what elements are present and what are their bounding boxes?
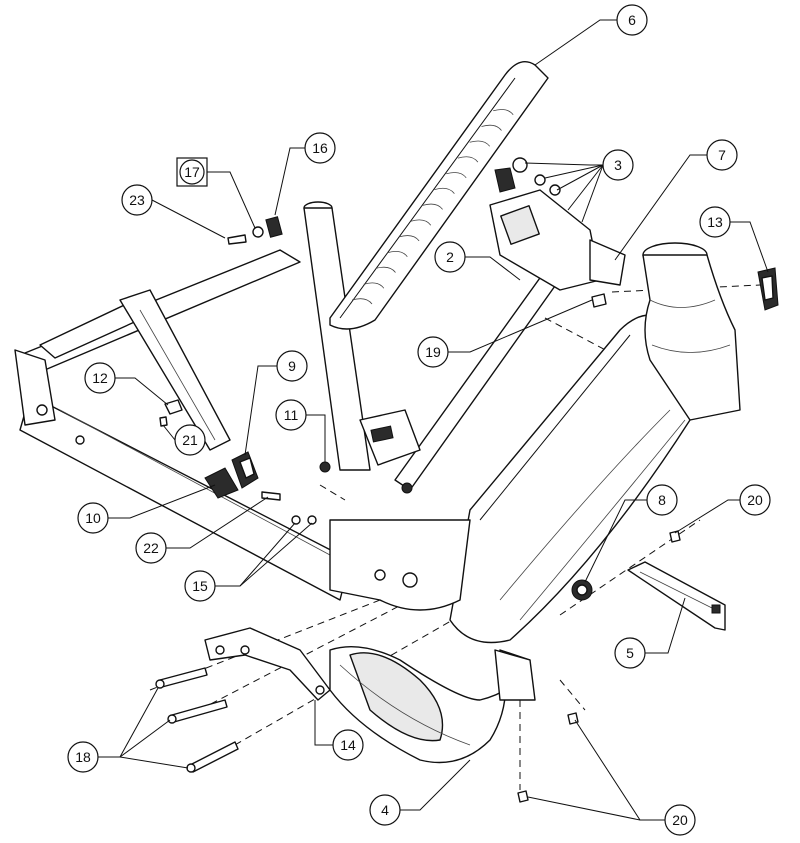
motor-cover-part-4 [329,645,536,764]
cover-rib [422,203,443,210]
callout-11: 11 [275,399,307,431]
svg-text:11: 11 [284,407,299,423]
callout-6: 6 [616,4,648,36]
connector-part-8 [571,579,593,601]
guard-part-5 [627,561,726,631]
callout-15: 15 [184,570,216,602]
svg-text:20: 20 [672,812,688,828]
cover-rib [469,140,491,147]
cover-rib [387,250,408,257]
callout-14: 14 [332,729,364,761]
svg-text:23: 23 [129,192,145,208]
svg-text:3: 3 [614,157,622,173]
svg-text:15: 15 [192,578,208,594]
down-tube [449,314,691,644]
callout-12: 12 [84,362,116,394]
cover-rib [375,266,396,273]
svg-text:12: 12 [92,370,108,386]
callout-20-lower: 20 [664,804,696,836]
cover-rib [351,298,373,305]
callout-19: 19 [417,336,449,368]
callout-17: 17 [176,157,208,187]
callout-10: 10 [77,502,109,534]
svg-text:16: 16 [312,140,328,156]
cover-rib [493,109,514,116]
svg-text:8: 8 [658,492,666,508]
cover-rib [434,187,455,194]
svg-text:21: 21 [182,432,198,448]
svg-text:13: 13 [707,214,723,230]
callout-23: 23 [121,184,153,216]
bracket-part-14 [204,627,331,701]
motor-mount [359,409,421,466]
callout-3: 3 [602,149,634,181]
cover-ribs [351,109,514,305]
battery-cover-part-6 [329,61,549,330]
svg-text:9: 9 [288,358,296,374]
cover-rib [457,156,479,163]
controller-assembly-part-3 [489,157,626,291]
svg-text:17: 17 [184,164,200,180]
frame-rear-triangle [14,249,471,611]
head-tube [642,242,741,421]
svg-text:22: 22 [143,540,159,556]
callouts: 6 16 17 23 3 7 2 13 [67,4,771,836]
cover-rib [410,219,432,226]
svg-text:5: 5 [626,645,634,661]
svg-text:14: 14 [340,737,356,753]
callout-18: 18 [67,741,99,773]
cover-rib [363,282,385,289]
callout-13: 13 [699,206,731,238]
svg-text:7: 7 [718,147,726,163]
screw-part-19 [591,293,607,308]
callout-22: 22 [135,532,167,564]
seat-tube [303,201,371,471]
small-hardware [159,399,331,525]
callout-16: 16 [304,132,336,164]
cover-rib [446,172,467,179]
bolts-part-18 [155,667,239,773]
svg-text:19: 19 [425,344,441,360]
svg-text:18: 18 [75,749,91,765]
callout-21: 21 [174,424,206,456]
callout-5: 5 [614,637,646,669]
svg-text:6: 6 [628,12,636,28]
svg-text:2: 2 [446,249,454,265]
callout-20-upper: 20 [739,484,771,516]
callout-2: 2 [434,241,466,273]
clamp-parts-16-17-23 [227,216,283,245]
svg-text:4: 4 [381,802,389,818]
svg-text:10: 10 [85,510,101,526]
cover-rib [481,124,502,131]
callout-9: 9 [276,350,308,382]
cable-guides-parts-9-10 [204,451,259,499]
svg-text:20: 20 [747,492,763,508]
leader-lines [98,19,769,821]
callout-4: 4 [369,794,401,826]
cable-port-part-13 [757,267,779,311]
callout-8-highlighted: 8 [646,484,678,516]
callout-7: 7 [706,139,738,171]
cover-rib [398,235,420,242]
